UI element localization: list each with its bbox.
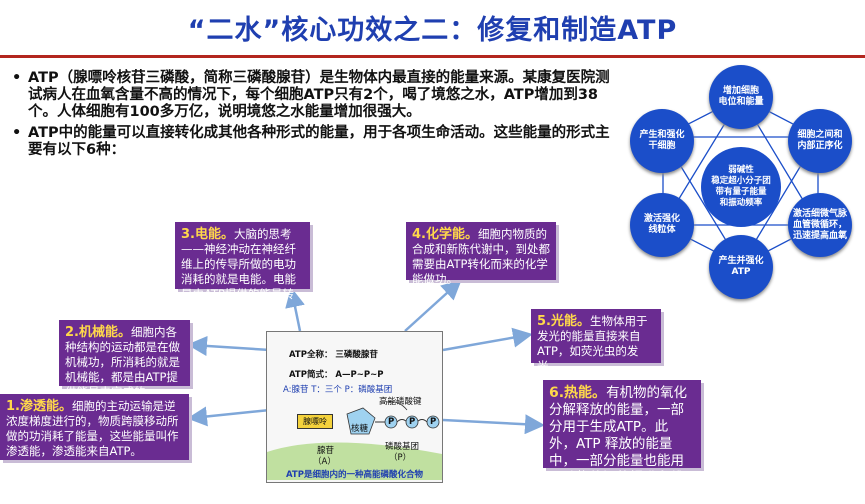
energy-box-light: 5.光能。生物体用于发光的能量直接来自ATP，如荧光虫的发光。 [531, 309, 661, 373]
slide-title: “二水”核心功效之二：修复和制造ATP [187, 15, 678, 46]
atp-molecule-drawing [267, 401, 442, 480]
diagram-node: 产生并强化 ATP [709, 235, 773, 299]
adenosine-a-label: （A） [313, 457, 336, 467]
bond-label: 高能磷酸键 [379, 397, 422, 407]
energy-box-text: 有机物的氧化分解释放的能量，一部分用于生成ATP。此外，ATP 释放的能量中，一… [549, 385, 688, 503]
energy-box-heading: 3.电能。 [181, 227, 234, 242]
atp-structure-card: ATP全称： 三磷酸腺苷 ATP简式： A—P~P~P A:腺苷 T：三个 P：… [266, 331, 443, 483]
energy-box-heading: 4.化学能。 [412, 227, 478, 242]
energy-box-heading: 6.热能。 [549, 385, 607, 401]
p-label: P [388, 417, 395, 427]
energy-box-text: 生物体用于发光的能量直接来自ATP，如荧光虫的发光。 [537, 314, 648, 373]
diagram-node-label: 产生并强化 ATP [718, 256, 764, 277]
diagram-node: 增加细胞 电位和能量 [709, 65, 773, 129]
atp-formula: ATP简式： A—P~P~P [289, 370, 384, 380]
arrow-chemical [404, 279, 462, 332]
arrow-osmotic [187, 406, 271, 427]
energy-box-heading: 5.光能。 [537, 314, 590, 329]
title-divider [0, 55, 865, 58]
atp-caption: ATP是细胞内的一种高能磷酸化合物 [286, 470, 423, 480]
diagram-node-label: 细胞之间和 内部正序化 [797, 130, 843, 151]
diagram-node: 产生和强化 干细胞 [630, 109, 694, 173]
diagram-node-label: 激活强化 线粒体 [643, 214, 680, 235]
diagram-node-label: 产生和强化 干细胞 [639, 130, 685, 151]
energy-box-text: 细胞内物质的合成和新陈代谢中，到处都需要由ATP转化而来的化学能做功。 [412, 227, 550, 286]
diagram-node-label: 增加细胞 电位和能量 [718, 86, 764, 107]
phosphate-label: 磷酸基团 [385, 442, 420, 452]
diagram-node: 激活强化 线粒体 [630, 193, 694, 257]
diagram-node: 细胞之间和 内部正序化 [788, 109, 852, 173]
bullet-list: ATP（腺嘌呤核苷三磷酸，简称三磷酸腺苷）是生物体内最直接的能量来源。某康复医院… [10, 70, 610, 163]
diagram-node-label: 激活细微气脉 血管微循环， 迅速提高血氧 [792, 208, 847, 241]
bullet-item: ATP（腺嘌呤核苷三磷酸，简称三磷酸腺苷）是生物体内最直接的能量来源。某康复医院… [10, 70, 610, 121]
energy-box-electric: 3.电能。大脑的思考——神经冲动在神经纤维上的传导所做的电功消耗的就是电能。电能… [175, 222, 310, 316]
energy-box-text: 大脑的思考——神经冲动在神经纤维上的传导所做的电功消耗的就是电能。电能是由ATP… [181, 227, 296, 316]
diagram-center-text: 弱碱性 稳定超小分子团 带有量子能量 和振动频率 [711, 165, 771, 208]
phosphate-p-label: （P） [389, 453, 412, 463]
energy-box-heat: 6.热能。有机物的氧化分解释放的能量，一部分用于生成ATP。此外，ATP 释放的… [543, 380, 701, 503]
arrow-mechanical [187, 335, 271, 356]
energy-box-heading: 1.渗透能。 [6, 399, 72, 414]
ribose-label: 核糖 [351, 424, 369, 434]
atp-legend: A:腺苷 T：三个 P：磷酸基团 [283, 385, 393, 395]
p-label: P [409, 417, 416, 427]
slide: “二水”核心功效之二：修复和制造ATP ATP（腺嘌呤核苷三磷酸，简称三磷酸腺苷… [0, 0, 865, 487]
energy-box-osmotic: 1.渗透能。细胞的主动运输是逆浓度梯度进行的，物质跨膜移动所做的功消耗了能量，这… [0, 394, 189, 460]
atp-fullname: ATP全称： 三磷酸腺苷 [289, 350, 378, 360]
energy-box-text: 细胞的主动运输是逆浓度梯度进行的，物质跨膜移动所做的功消耗了能量，这些能量叫作渗… [6, 399, 179, 458]
adenosine-label: 腺苷 [317, 446, 335, 456]
p-label: P [430, 417, 437, 427]
energy-box-mechanical: 2.机械能。细胞内各种结构的运动都是在做机械功，所消耗的就是机械能，都是由ATP… [59, 320, 190, 399]
diagram-center-node: 弱碱性 稳定超小分子团 带有量子能量 和振动频率 [701, 147, 781, 227]
energy-box-chemical: 4.化学能。细胞内物质的合成和新陈代谢中，到处都需要由ATP转化而来的化学能做功… [406, 222, 556, 286]
arrow-heat [442, 414, 545, 435]
diagram-node: 激活细微气脉 血管微循环， 迅速提高血氧 [788, 193, 852, 257]
arrow-light [442, 327, 533, 352]
energy-box-heading: 2.机械能。 [65, 325, 131, 340]
adenine-block: 腺嘌呤 [297, 414, 333, 429]
benefits-diagram: 弱碱性 稳定超小分子团 带有量子能量 和振动频率 增加细胞 电位和能量 细胞之间… [618, 65, 865, 308]
bullet-item: ATP中的能量可以直接转化成其他各种形式的能量，用于各项生命活动。这些能量的形式… [10, 125, 610, 159]
